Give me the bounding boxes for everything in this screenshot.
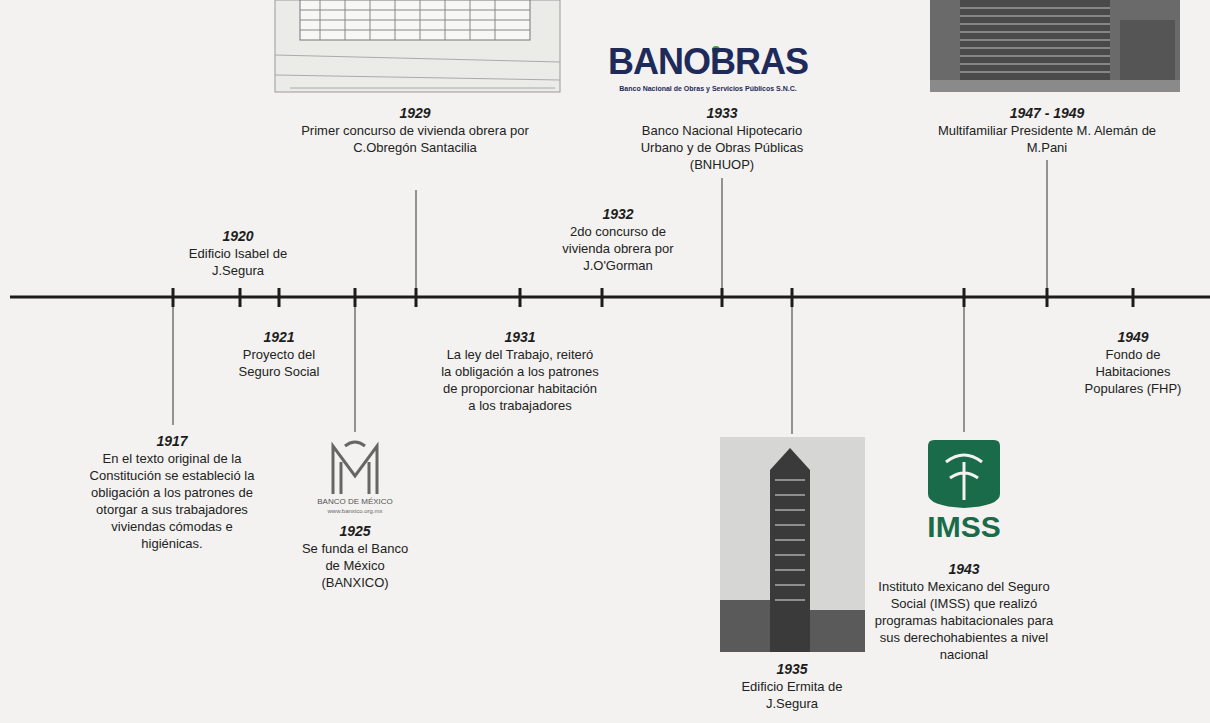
event-text: Instituto Mexicano del Seguro Social (IM… (869, 578, 1059, 663)
event-text: Fondo de Habitaciones Populares (FHP) (1083, 346, 1183, 397)
event-text: En el texto original de la Constitución … (80, 450, 265, 552)
photo-floors (960, 8, 1110, 72)
imss-shield (928, 440, 1000, 508)
photo-street (930, 80, 1180, 92)
photo-tower-windows (775, 480, 805, 600)
tick (354, 288, 357, 307)
year-label: 1920 (188, 227, 288, 245)
tick (278, 288, 281, 307)
logo-subtitle: Banco Nacional de Obras y Servicios Públ… (583, 84, 833, 93)
event-text: La ley del Trabajo, reiteró la obligació… (440, 346, 600, 414)
tick (172, 288, 175, 307)
timeline-ticks (173, 288, 1133, 307)
year-label: 1943 (914, 560, 1014, 578)
leader-line (1047, 160, 1048, 288)
tick (1046, 288, 1049, 307)
tick (415, 288, 418, 307)
photo-ground (930, 0, 1180, 92)
year-label: 1921 (229, 328, 329, 346)
event-text: Se funda el Banco de México (BANXICO) (295, 540, 415, 591)
leader-line (355, 307, 356, 432)
leader-line (722, 178, 723, 288)
event-text: Edificio Isabel de J.Segura (186, 245, 291, 279)
multifamiliar-photo (930, 0, 1180, 92)
year-label: 1925 (305, 522, 405, 540)
photo-low-buildings (720, 600, 865, 652)
year-label: 1949 (1083, 328, 1183, 346)
tick (519, 288, 522, 307)
leader-lines (173, 160, 1047, 434)
banxico-logo (333, 442, 377, 494)
year-label: 1935 (742, 660, 842, 678)
event-text: Banco Nacional Hipotecario Urbano y de O… (627, 122, 817, 173)
ermita-photo (720, 437, 865, 652)
tick (963, 288, 966, 307)
year-label: 1932 (568, 205, 668, 223)
year-label: 1933 (662, 104, 782, 122)
photo-building (960, 0, 1110, 80)
tick (791, 288, 794, 307)
logo-wordmark: BANOBRAS (578, 42, 838, 82)
sketch-facade (300, 0, 530, 40)
imss-logo (928, 440, 1000, 508)
sketch-ground (275, 55, 560, 88)
event-text: Primer concurso de vivienda obrera por C… (290, 122, 540, 156)
leader-line (792, 307, 793, 434)
year-label: 1929 (355, 104, 475, 122)
logo-wordmark: IMSS (904, 510, 1024, 544)
leader-line (964, 307, 965, 432)
timeline-axis (10, 296, 1210, 299)
photo-sky (720, 437, 865, 652)
logo-url: www.banxico.org.mx (300, 507, 410, 515)
photo-tower (770, 448, 810, 652)
banxico-b (341, 442, 369, 494)
building-sketch (275, 0, 560, 92)
event-text: 2do concurso de vivienda obrera por J.O'… (559, 223, 677, 274)
year-label: 1917 (122, 432, 222, 450)
imss-eagle (946, 455, 982, 500)
photo-building-side (1120, 20, 1175, 82)
year-label: 1947 - 1949 (977, 104, 1117, 122)
tick (1132, 288, 1135, 307)
tick (721, 288, 724, 307)
tick (239, 288, 242, 307)
event-text: Proyecto del Seguro Social (227, 346, 332, 380)
leader-line (173, 307, 174, 425)
tick (601, 288, 604, 307)
logo-wordmark: BANCO DE MÉXICO (300, 497, 410, 507)
sketch-windows (300, 0, 530, 40)
event-text: Edificio Ermita de J.Segura (727, 678, 857, 712)
leader-line (416, 190, 417, 288)
event-text: Multifamiliar Presidente M. Alemán de M.… (932, 122, 1162, 156)
year-label: 1931 (470, 328, 570, 346)
sketch-frame (275, 0, 560, 92)
